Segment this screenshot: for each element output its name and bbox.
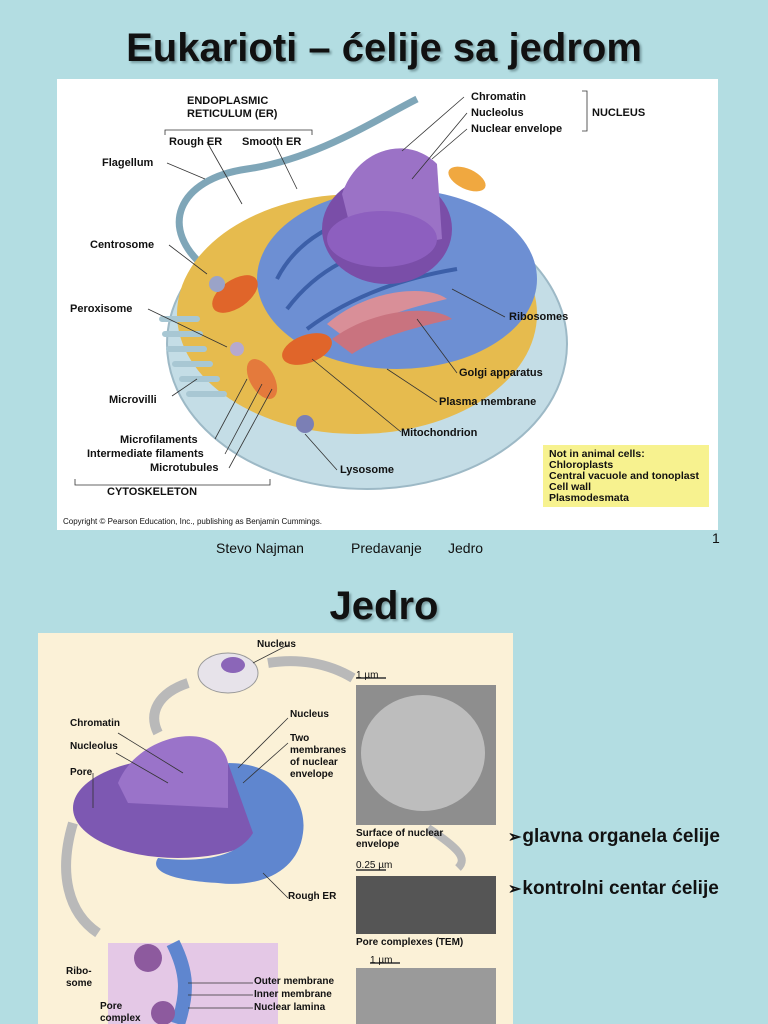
lysosome-shape	[296, 415, 314, 433]
note-item: Chloroplasts	[549, 459, 614, 471]
lamina-em-image	[356, 968, 496, 1024]
label-nucleus-top: Nucleus	[257, 639, 296, 650]
arrow-bullet-icon: ➢	[508, 829, 522, 846]
label-ribosome-1: Ribo-	[66, 966, 92, 977]
note-item: Cell wall	[549, 481, 592, 493]
label-surface-2: envelope	[356, 839, 400, 850]
label-ribosomes: Ribosomes	[509, 311, 569, 323]
label-golgi: Golgi apparatus	[459, 367, 543, 379]
label-smooth-er: Smooth ER	[242, 136, 302, 148]
bullet-text: glavna organela ćelije	[522, 826, 720, 847]
label-nucleolus: Nucleolus	[471, 107, 524, 119]
bullet-item: ➢glavna organela ćelije	[508, 826, 720, 848]
arrow-bullet-icon: ➢	[508, 881, 522, 898]
label-peroxisome: Peroxisome	[70, 303, 133, 315]
label-inner-membrane: Inner membrane	[254, 989, 332, 1000]
animal-cell-diagram: ENDOPLASMIC RETICULUM (ER) Rough ER Smoo…	[57, 79, 718, 530]
label-er-heading-1: ENDOPLASMIC	[187, 95, 269, 107]
bullet-item: ➢kontrolni centar ćelije	[508, 878, 719, 900]
label-cytoskeleton: CYTOSKELETON	[107, 486, 198, 498]
label-surface-1: Surface of nuclear	[356, 828, 444, 839]
animal-cell-illustration	[74, 90, 588, 490]
label-scale-025um: 0.25 µm	[356, 860, 393, 871]
mitochondrion-shape	[212, 275, 258, 313]
label-er-heading-2: RETICULUM (ER)	[187, 108, 278, 120]
label-intermediate-filaments: Intermediate filaments	[87, 448, 204, 460]
label-mitochondrion: Mitochondrion	[401, 427, 478, 439]
note-item: Central vacuole and tonoplast	[549, 470, 699, 482]
label-nucleus: Nucleus	[290, 709, 329, 720]
label-nuclear-envelope: Nuclear envelope	[471, 123, 563, 135]
label-centrosome: Centrosome	[90, 239, 155, 251]
label-microvilli: Microvilli	[109, 394, 157, 406]
label-rough-er: Rough ER	[169, 136, 223, 148]
label-microtubules: Microtubules	[150, 462, 219, 474]
peroxisome-shape	[230, 342, 244, 356]
label-lysosome: Lysosome	[340, 464, 395, 476]
label-nucleolus: Nucleolus	[70, 741, 118, 752]
label-nuclear-lamina: Nuclear lamina	[254, 1002, 326, 1013]
label-plasma-membrane: Plasma membrane	[439, 396, 537, 408]
label-microfilaments: Microfilaments	[120, 434, 198, 446]
label-outer-membrane: Outer membrane	[254, 976, 335, 987]
label-nucleus-group: NUCLEUS	[592, 107, 646, 119]
footer-topic: Jedro	[448, 540, 484, 556]
label-two-membranes-2: membranes	[290, 745, 347, 756]
label-rough-er: Rough ER	[288, 891, 337, 902]
rough-er-shape	[156, 763, 304, 884]
centrosome-shape	[209, 276, 225, 292]
slide2-title: Jedro	[329, 584, 439, 628]
label-flagellum: Flagellum	[102, 157, 154, 169]
footer-type: Predavanje	[351, 540, 422, 556]
label-two-membranes-1: Two	[290, 733, 310, 744]
label-pore-complexes: Pore complexes (TEM)	[356, 937, 464, 948]
label-scale-1um-a: 1 µm	[356, 670, 379, 681]
label-pore-complex-2: complex	[100, 1013, 141, 1024]
slide1-title: Eukarioti – ćelije sa jedrom	[126, 26, 642, 70]
flagellum-shape	[175, 95, 419, 272]
label-pore-complex-1: Pore	[100, 1001, 123, 1012]
label-ribosome-2: some	[66, 978, 93, 989]
not-in-animal-cells-box: Not in animal cells: Chloroplasts Centra…	[543, 445, 709, 507]
label-chromatin: Chromatin	[70, 718, 120, 729]
page-number: 1	[712, 530, 720, 546]
label-pore: Pore	[70, 767, 93, 778]
label-scale-1um-b: 1 µm	[370, 955, 393, 966]
nucleus-diagram: Nucleus Chromatin Nucleolus Pore Nucleus…	[38, 633, 513, 1024]
microvilli-shape	[159, 316, 227, 397]
footer-author: Stevo Najman	[216, 540, 304, 556]
bullet-text: kontrolni centar ćelije	[522, 878, 719, 899]
label-two-membranes-3: of nuclear	[290, 757, 338, 768]
label-chromatin: Chromatin	[471, 91, 526, 103]
nucleus-illustration	[61, 644, 496, 1024]
copyright-text: Copyright © Pearson Education, Inc., pub…	[63, 517, 322, 526]
pore-complex-em-image	[356, 876, 496, 934]
label-two-membranes-4: envelope	[290, 769, 334, 780]
note-item: Plasmodesmata	[549, 492, 629, 504]
note-heading: Not in animal cells:	[549, 448, 645, 460]
